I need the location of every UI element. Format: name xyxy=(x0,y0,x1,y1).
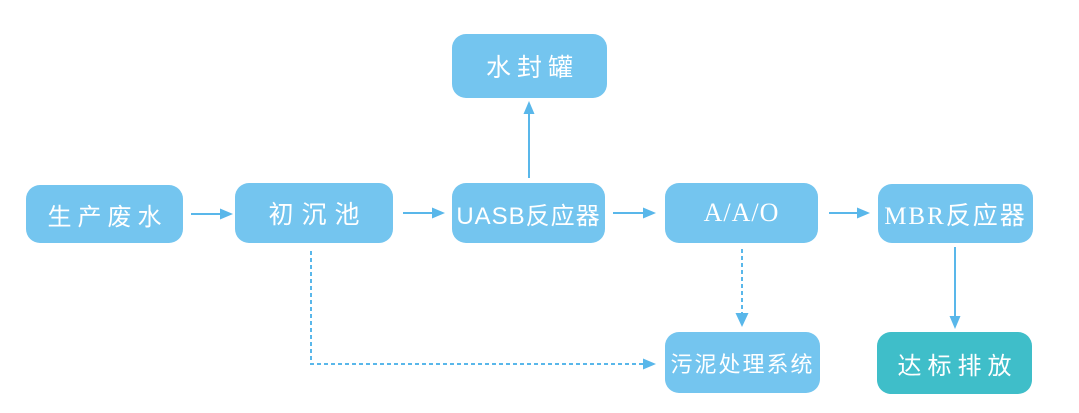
node-mbr-reactor: MBR反应器 xyxy=(878,184,1033,243)
node-uasb-reactor: UASB反应器 xyxy=(452,183,605,243)
node-label: UASB反应器 xyxy=(456,202,601,230)
node-label: 污泥处理系统 xyxy=(670,351,815,377)
node-compliant-discharge: 达标排放 xyxy=(877,332,1032,394)
node-primary-sedimentation-tank: 初沉池 xyxy=(235,183,393,243)
node-production-wastewater: 生产废水 xyxy=(26,185,183,243)
node-label: 初沉池 xyxy=(268,201,368,229)
arrow-sedimentation-to-sludge-icon xyxy=(310,251,656,370)
arrow-aao-to-sludge-icon xyxy=(735,249,749,327)
arrow-aao-to-mbr-icon xyxy=(829,207,870,219)
node-sludge-treatment-system: 污泥处理系统 xyxy=(665,332,820,393)
arrow-sedimentation-to-uasb-icon xyxy=(403,207,445,219)
node-label: A/A/O xyxy=(703,198,780,227)
node-label: 生产废水 xyxy=(47,203,168,231)
node-label: MBR反应器 xyxy=(884,202,1027,230)
node-label: 达标排放 xyxy=(897,352,1018,380)
node-aao: A/A/O xyxy=(665,183,818,243)
arrow-uasb-to-waterseal-icon xyxy=(523,101,535,178)
arrow-mbr-to-discharge-icon xyxy=(949,247,961,329)
arrow-production-to-sedimentation-icon xyxy=(191,208,233,220)
node-water-seal-tank: 水封罐 xyxy=(452,34,607,98)
arrow-uasb-to-aao-icon xyxy=(613,207,656,219)
node-label: 水封罐 xyxy=(485,54,579,82)
